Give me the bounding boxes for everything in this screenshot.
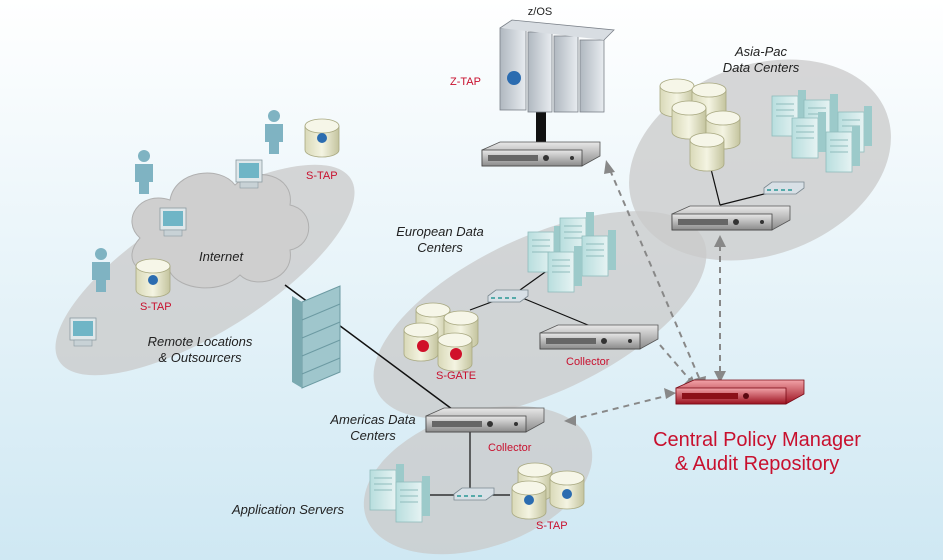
european-line1: European Data [396,224,484,239]
workstation-icon [69,317,97,347]
collector-am-label: Collector [488,442,532,454]
americas-label: Americas Data Centers [318,412,428,444]
central-line2: & Audit Repository [674,453,840,475]
database-icon [689,132,725,172]
cloud-icon [131,172,310,289]
asia-pac-label: Asia-Pac Data Centers [706,44,816,76]
mainframe-stand [536,95,546,147]
database-icon [511,462,585,520]
stap-americas-label: S-TAP [536,520,568,532]
database-icon [135,258,171,298]
americas-line2: Centers [350,428,396,443]
rack-appliance-icon [671,205,791,231]
network-switch-icon [487,289,529,303]
stap-remote-top-label: S-TAP [306,170,338,182]
workstation-icon [235,159,263,189]
remote-locations-line2: & Outsourcers [158,350,242,365]
server-tower-icon [547,245,583,293]
asia-line2: Data Centers [722,60,800,75]
sgate-label: S-GATE [436,370,477,382]
firewall-icon [292,285,341,389]
european-line2: Centers [417,240,463,255]
central-line1: Central Policy Manager [653,429,861,451]
rack-appliance-icon [539,324,659,350]
eu-switch-to-collector-line [519,296,601,331]
rack-appliance-icon [425,407,545,433]
asia-line1: Asia-Pac [734,44,788,59]
collector-eu-label: Collector [566,356,610,368]
server-tower-icon [395,475,431,523]
workstation-icon [159,207,187,237]
rack-appliance-icon [481,141,601,167]
central-policy-manager-label: Central Policy Manager & Audit Repositor… [632,428,882,476]
ztap-label: Z-TAP [450,76,481,88]
database-icon [403,302,479,372]
ztap-to-central-link [609,169,701,381]
server-tower-icon [581,229,617,277]
server-tower-icon [825,125,861,173]
stap-remote-left-label: S-TAP [140,301,172,313]
central-rack-appliance-icon [675,379,805,405]
european-label: European Data Centers [380,224,500,256]
zos-label: z/OS [527,6,553,18]
server-tower-icon [791,111,827,159]
database-icon [304,118,340,158]
network-switch-icon [453,487,495,501]
remote-locations-line1: Remote Locations [147,334,253,349]
application-servers-label: Application Servers [232,502,344,517]
americas-line1: Americas Data [330,412,416,427]
internet-label: Internet [199,249,244,264]
mainframe-icon [499,19,615,113]
ap-db-to-rack-line [709,164,721,206]
network-switch-icon [763,181,805,195]
eu-to-central-link [659,344,691,381]
remote-locations-label: Remote Locations & Outsourcers [130,334,270,366]
dashed-links [569,169,721,421]
